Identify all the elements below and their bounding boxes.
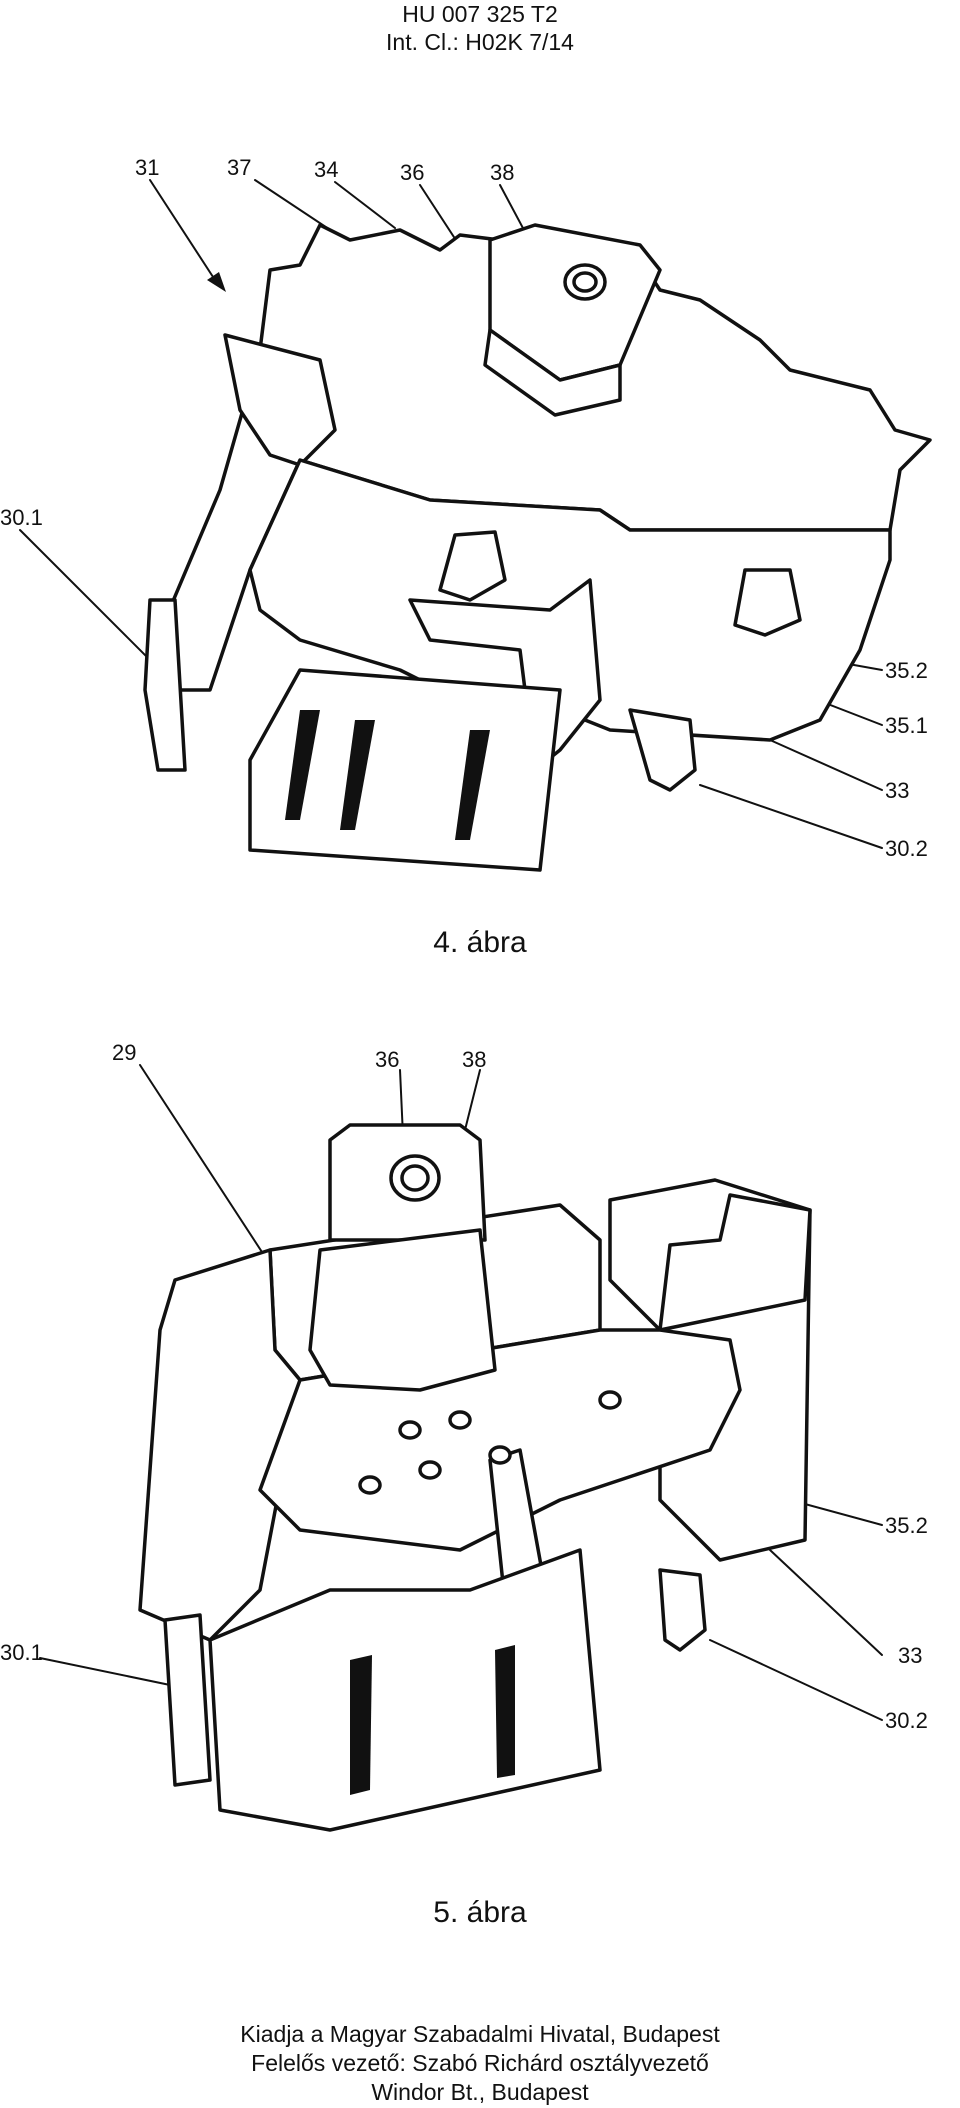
leader-34 <box>334 181 396 229</box>
label-30-1: 30.1 <box>0 505 43 530</box>
label-36: 36 <box>375 1047 399 1072</box>
leader-30-1 <box>39 1657 171 1686</box>
label-36: 36 <box>400 160 424 185</box>
label-37: 37 <box>227 155 251 180</box>
arrow-31-icon <box>207 272 226 292</box>
label-30-2: 30.2 <box>885 836 928 861</box>
classification: Int. Cl.: H02K 7/14 <box>386 29 574 55</box>
leader-30-1 <box>19 529 171 681</box>
label-31: 31 <box>135 155 159 180</box>
label-35-2: 35.2 <box>885 658 928 683</box>
label-29: 29 <box>112 1040 136 1065</box>
label-35-1: 35.1 <box>885 713 928 738</box>
leader-31 <box>149 179 216 281</box>
label-30-2: 30.2 <box>885 1708 928 1733</box>
label-33: 33 <box>898 1643 922 1668</box>
leader-33 <box>769 739 883 791</box>
label-38: 38 <box>490 160 514 185</box>
label-38: 38 <box>462 1047 486 1072</box>
footer-publisher: Kiadja a Magyar Szabadalmi Hivatal, Buda… <box>240 2021 720 2047</box>
label-30-1: 30.1 <box>0 1640 43 1665</box>
footer-responsible: Felelős vezető: Szabó Richárd osztályvez… <box>251 2050 709 2076</box>
figure-5-caption: 5. ábra <box>433 1896 527 1929</box>
leader-30-2 <box>709 1639 883 1721</box>
housing-29 <box>138 1123 812 1832</box>
housing-31 <box>143 223 932 872</box>
figure-4-drawing: 31 37 34 36 38 30.1 35.2 35.1 33 30.2 <box>0 155 932 872</box>
patent-number: HU 007 325 T2 <box>402 1 558 27</box>
footer-printer: Windor Bt., Budapest <box>371 2079 589 2105</box>
label-35-2: 35.2 <box>885 1513 928 1538</box>
label-34: 34 <box>314 157 338 182</box>
figure-5-drawing: 29 36 38 35.2 33 30.1 30.2 <box>0 1040 928 1832</box>
figure-4-caption: 4. ábra <box>433 926 527 959</box>
label-33: 33 <box>885 778 909 803</box>
leader-30-2 <box>699 784 883 849</box>
leader-33 <box>769 1549 883 1656</box>
